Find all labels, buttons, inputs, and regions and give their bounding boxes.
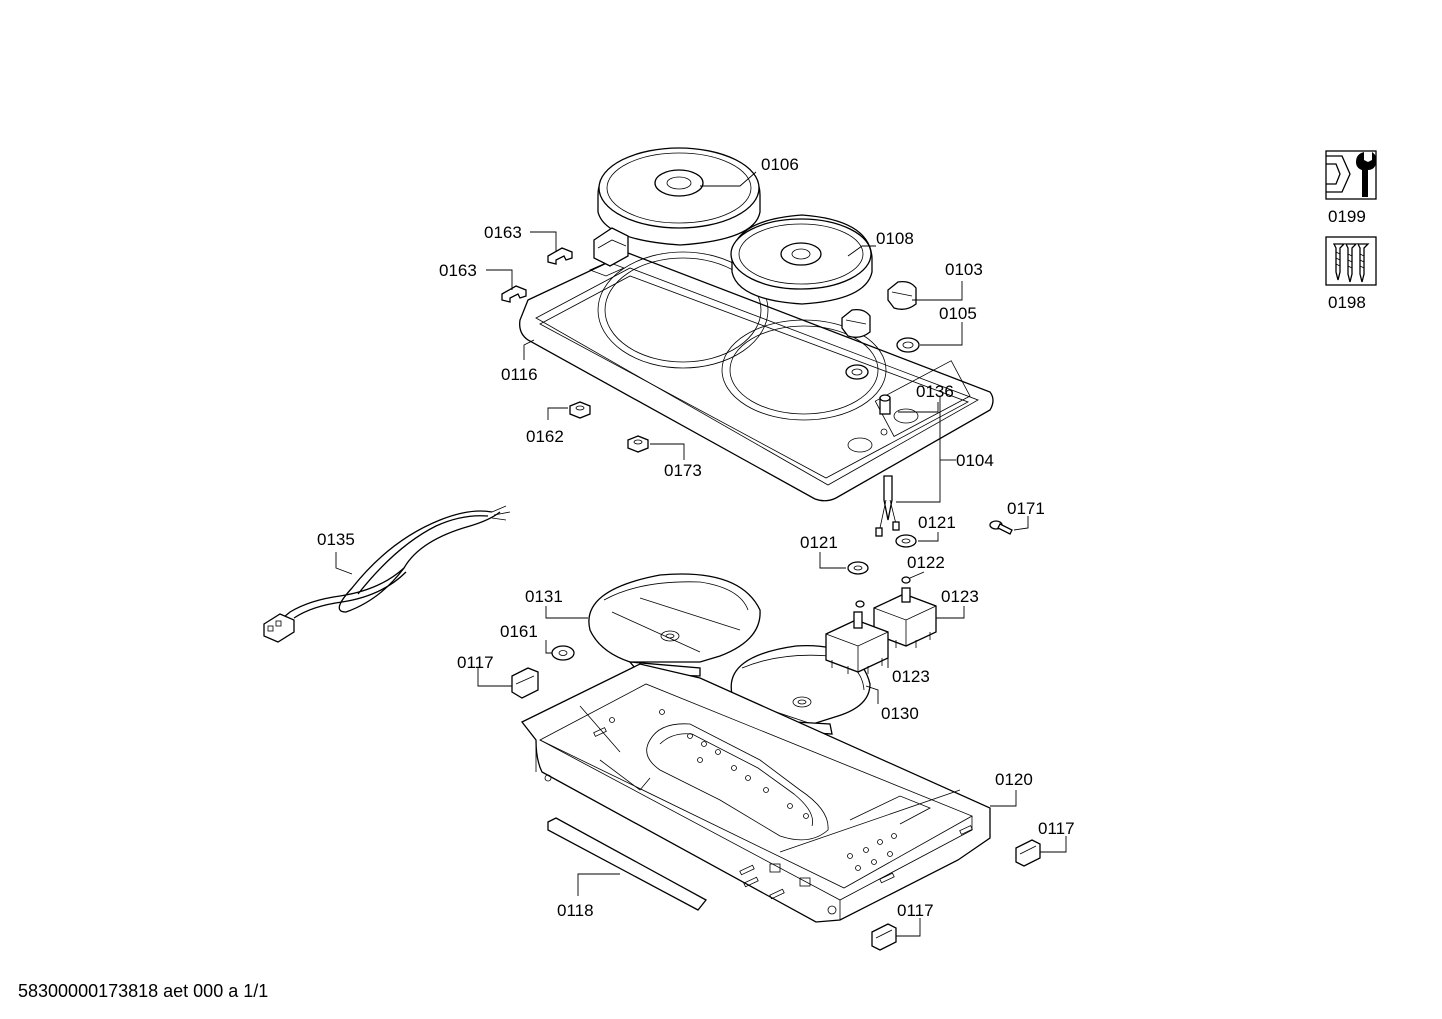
label-0173: 0173 [664,461,702,480]
label-0103: 0103 [945,260,983,279]
label-0162: 0162 [526,427,564,446]
label-0122: 0122 [907,553,945,572]
label-0118: 0118 [557,901,594,920]
label-0131: 0131 [525,587,563,606]
label-0130: 0130 [881,704,919,723]
washer-0161 [551,645,575,661]
label-0135: 0135 [317,530,355,549]
label-0108: 0108 [876,229,914,248]
label-0123-b: 0123 [892,667,930,686]
label-0121-a: 0121 [918,513,956,532]
label-0116: 0116 [501,365,538,384]
label-0163-a: 0163 [484,223,522,242]
label-0198: 0198 [1328,293,1366,312]
nuts [569,401,649,453]
clips-0163 [501,247,573,303]
label-0117-c: 0117 [897,901,934,920]
label-0121-b: 0121 [800,533,838,552]
hob-top-plate [519,251,994,502]
label-0105: 0105 [939,304,977,323]
power-cable [263,505,511,643]
tray-slots [544,727,973,915]
insulation-strip [547,817,707,911]
clips-0117 [511,667,1041,951]
control-knobs [841,280,917,338]
label-0161: 0161 [500,622,538,641]
label-0120: 0120 [995,770,1033,789]
label-0104: 0104 [956,451,994,470]
label-0106: 0106 [761,155,799,174]
screw-0171 [989,520,1013,535]
document-footer-code: 58300000173818 aet 000 a 1/1 [18,981,269,1001]
large-hotplate [593,147,761,267]
knob-rings [845,337,920,380]
wrench-nut-icon [1325,150,1377,200]
label-0136: 0136 [916,382,954,401]
label-0199: 0199 [1328,207,1366,226]
part-labels: 0106 0108 0103 0105 0163 0163 0116 0136 … [317,155,1075,920]
leader-lines [335,171,1067,937]
energy-regulators [825,587,937,674]
tray-holes [609,709,897,871]
base-tray [520,663,991,923]
label-0117-b: 0117 [1038,819,1075,838]
sensor-assembly [875,394,900,537]
heat-shield-0131 [588,573,761,677]
label-0163-b: 0163 [439,261,477,280]
label-0117-a: 0117 [457,653,494,672]
screw-set-icon [1325,236,1377,286]
label-0171: 0171 [1007,499,1045,518]
small-hotplate [730,214,873,305]
label-0123-a: 0123 [941,587,979,606]
washers [847,534,917,608]
